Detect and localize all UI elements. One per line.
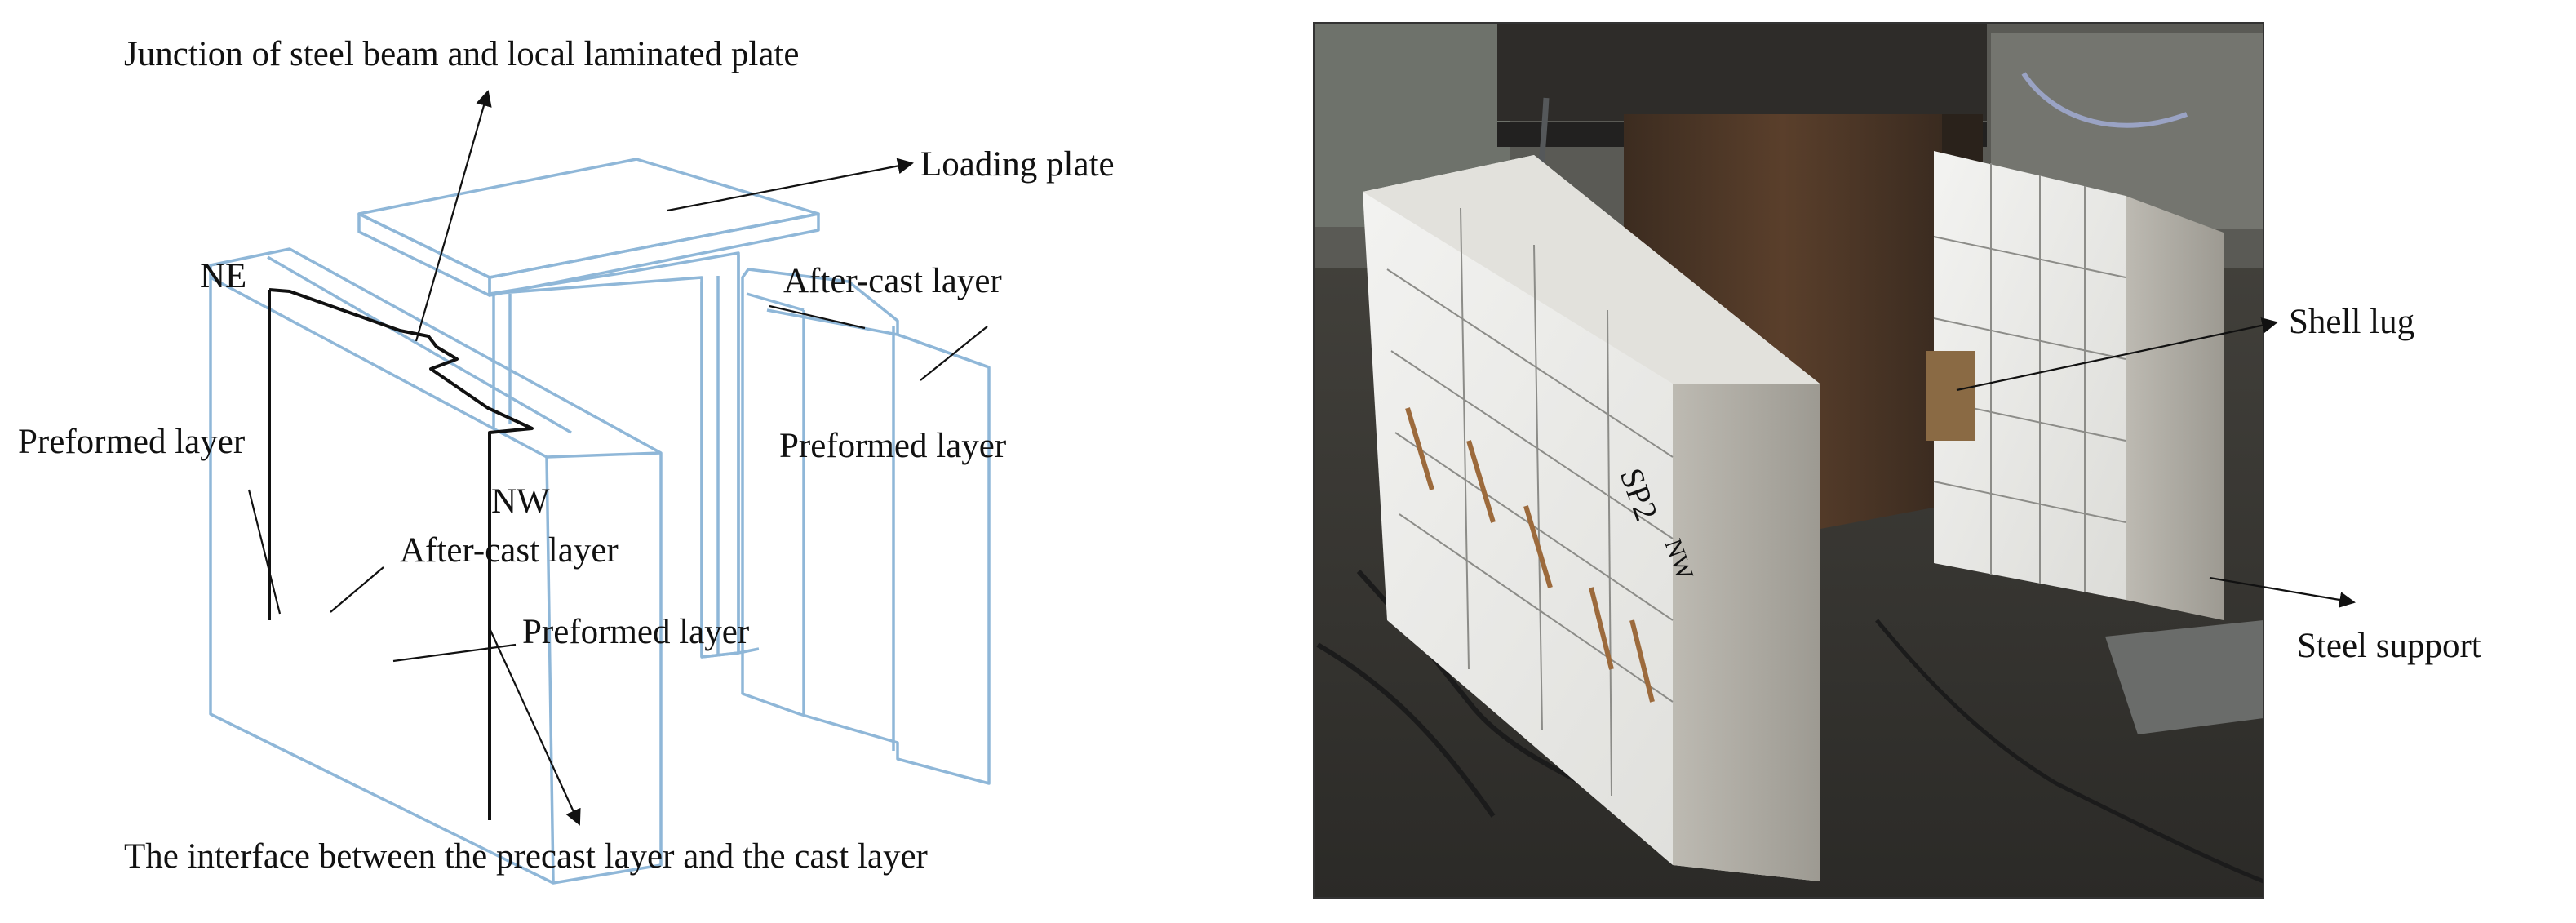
diagram-leaders [247, 90, 988, 826]
loading-plate-wireframe [357, 158, 820, 297]
label-loading-plate: Loading plate [920, 145, 1115, 184]
photo-leaders [1956, 317, 2356, 608]
label-preformed-right: Preformed layer [779, 427, 1006, 465]
label-after-cast-center: After-cast layer [400, 531, 619, 570]
interface-lines [268, 288, 534, 820]
label-after-cast-right: After-cast layer [783, 262, 1002, 300]
schematic-diagram: Junction of steel beam and local laminat… [18, 35, 1115, 885]
label-shell-lug: Shell lug [2289, 303, 2414, 341]
label-junction: Junction of steel beam and local laminat… [124, 35, 799, 73]
left-slab-wireframe [209, 247, 663, 885]
label-ne: NE [200, 257, 246, 295]
label-steel-support: Steel support [2297, 627, 2481, 665]
label-preformed-left: Preformed layer [18, 423, 245, 461]
label-interface: The interface between the precast layer … [124, 837, 928, 876]
photo-frame [1313, 22, 2264, 899]
label-preformed-center: Preformed layer [522, 613, 749, 651]
test-photograph: SP2 NW [1313, 22, 2264, 899]
label-nw: NW [491, 482, 550, 521]
right-slab-wireframe [741, 268, 991, 785]
